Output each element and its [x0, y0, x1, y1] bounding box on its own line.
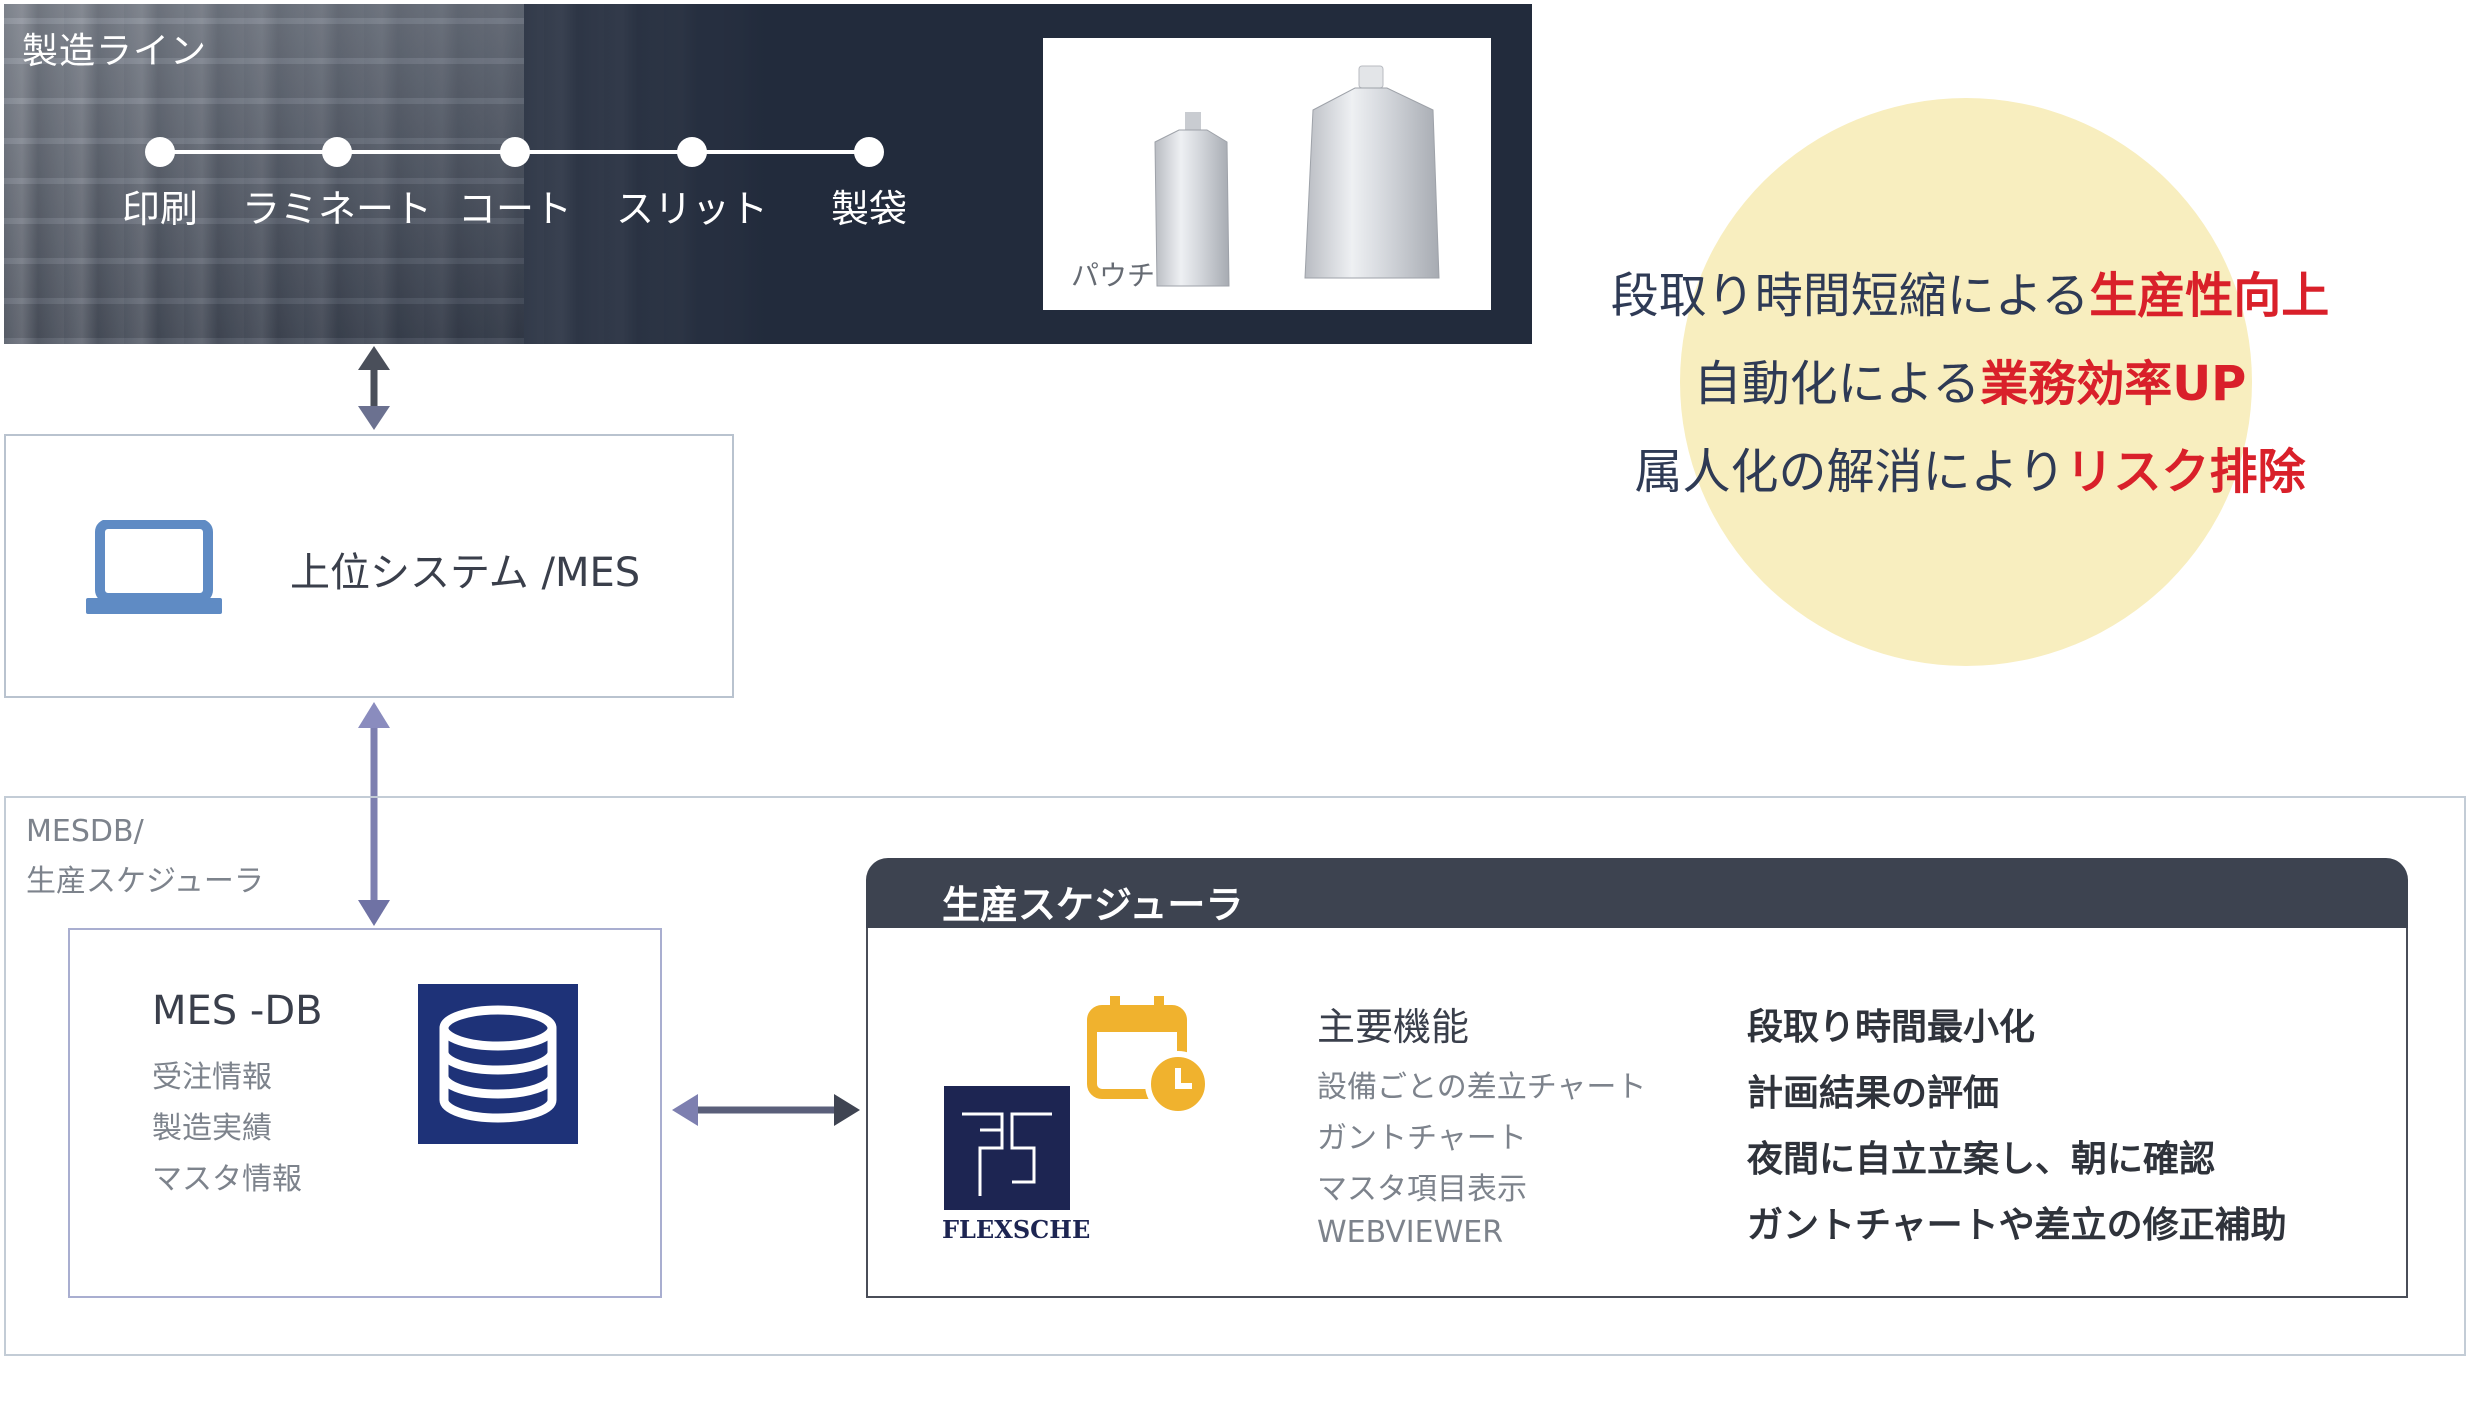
benefit-item: 計画結果の評価: [1747, 1064, 1999, 1116]
benefit-item: 段取り時間最小化: [1747, 998, 2035, 1050]
function-item: マスタ項目表示: [1317, 1164, 1527, 1208]
function-item: WEBVIEWER: [1317, 1215, 1503, 1250]
mes-db-item: マスタ情報: [152, 1154, 302, 1198]
mes-db-item: 製造実績: [152, 1103, 272, 1147]
benefit-item: ガントチャートや差立の修正補助: [1747, 1196, 2287, 1248]
functions-title: 主要機能: [1317, 996, 1469, 1051]
area-label: MESDB/: [26, 814, 144, 849]
mes-db-item: 受注情報: [152, 1052, 272, 1096]
database-icon: [418, 984, 578, 1144]
function-item: ガントチャート: [1317, 1113, 1527, 1157]
benefit-item: 夜間に自立立案し、朝に確認: [1747, 1130, 2215, 1182]
scheduler-title: 生産スケジューラ: [942, 874, 1243, 929]
function-item: 設備ごとの差立チャート: [1317, 1062, 1646, 1106]
laptop-icon: [86, 520, 222, 616]
flexsche-logo-text: FLEXSCHE: [942, 1215, 1090, 1244]
database-tile: [418, 984, 578, 1144]
upper-system-label: 上位システム /MES: [290, 540, 640, 598]
arrow-line-to-upper: [358, 346, 390, 430]
fs-logo-glyph: [944, 1086, 1070, 1210]
flexsche-logo-mark: [944, 1086, 1070, 1210]
area-label: 生産スケジューラ: [26, 856, 264, 900]
mes-db-title: MES -DB: [152, 988, 323, 1034]
calendar-clock-icon: [1086, 992, 1212, 1118]
